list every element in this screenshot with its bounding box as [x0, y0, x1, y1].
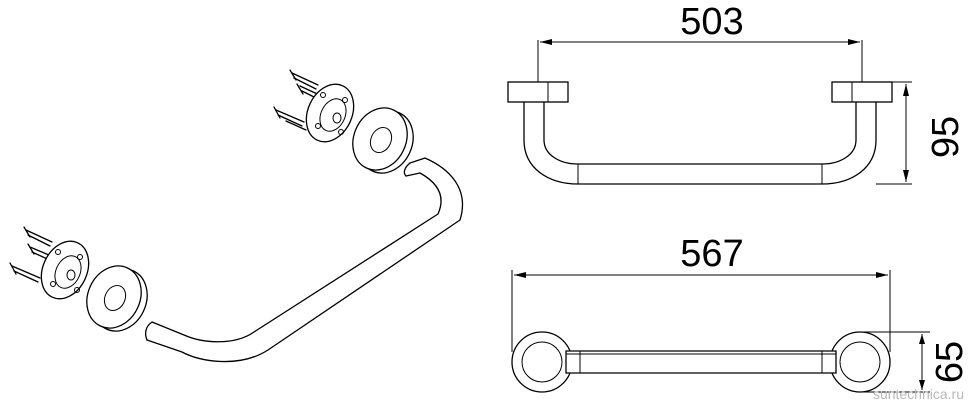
dim-height-95: 95: [925, 116, 967, 158]
upper-base-plate: [305, 83, 355, 143]
left-rosette: [511, 331, 573, 393]
dim-width-567: 567: [680, 233, 743, 275]
right-flange: [831, 81, 893, 103]
front-rail-bar: [565, 350, 837, 374]
upper-mounting-screws: [273, 69, 327, 131]
exploded-isometric-view: [9, 69, 464, 363]
handrail-tube: [145, 157, 464, 363]
front-view: 567 65: [511, 233, 970, 393]
top-view: 503 95: [507, 1, 967, 185]
watermark: suntechnica.ru: [873, 386, 964, 402]
upper-cover-ring: [352, 107, 414, 174]
lower-base-plate: [40, 240, 90, 300]
dim-height-65: 65: [929, 341, 970, 383]
lower-cover-ring: [86, 265, 148, 332]
top-rail-tube: [523, 101, 877, 185]
dim-width-503: 503: [680, 1, 743, 43]
left-flange: [507, 81, 569, 103]
right-rosette: [829, 331, 891, 393]
